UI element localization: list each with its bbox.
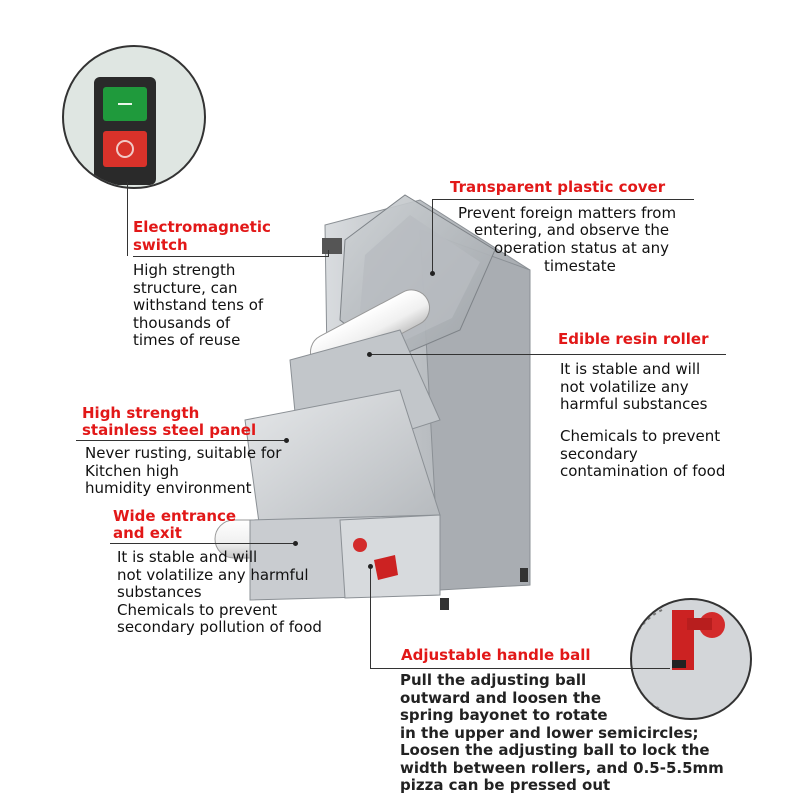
handle-rule	[370, 668, 670, 669]
switch-inset-image	[62, 45, 206, 189]
cover-body-line4: timestate	[544, 257, 616, 275]
panel-pointer-dot	[284, 438, 289, 443]
handle-title: Adjustable handle ball	[401, 646, 591, 664]
switch-connector	[127, 182, 128, 256]
handle-pointer-dot	[368, 564, 373, 569]
cover-title: Transparent plastic cover	[450, 178, 666, 196]
entrance-body: It is stable and will not volatilize any…	[117, 548, 322, 636]
panel-title-line2: stainless steel panel	[82, 421, 257, 439]
switch-title-line1: Electromagnetic	[133, 218, 271, 236]
switch-body: High strength structure, can withstand t…	[133, 261, 264, 349]
cover-rule	[432, 199, 694, 200]
roller-pointer-dot	[367, 352, 372, 357]
cover-body-line2: entering, and observe the	[474, 221, 670, 239]
handle-connector	[370, 566, 371, 668]
cover-body-line1: Prevent foreign matters from	[458, 204, 677, 222]
cover-pointer-dot	[430, 271, 435, 276]
cover-connector	[432, 199, 433, 274]
roller-rule	[370, 354, 726, 355]
roller-body: It is stable and will not volatilize any…	[560, 360, 708, 413]
entrance-title-line2: and exit	[113, 524, 182, 542]
panel-rule	[76, 440, 286, 441]
entrance-pointer-dot	[293, 541, 298, 546]
panel-body: Never rusting, suitable for Kitchen high…	[85, 444, 282, 497]
switch-rule-tick	[328, 250, 329, 257]
cover-body-line3: operation status at any	[494, 239, 670, 257]
handle-body: Pull the adjusting ball outward and loos…	[400, 671, 724, 794]
panel-title-line1: High strength	[82, 404, 200, 422]
roller-body-2: Chemicals to prevent secondary contamina…	[560, 427, 726, 480]
roller-title: Edible resin roller	[558, 330, 709, 348]
switch-rule	[133, 256, 328, 257]
entrance-rule	[110, 543, 296, 544]
entrance-title-line1: Wide entrance	[113, 507, 237, 525]
handle-ball-inset-image	[630, 598, 752, 720]
switch-title-line2: switch	[133, 236, 188, 254]
